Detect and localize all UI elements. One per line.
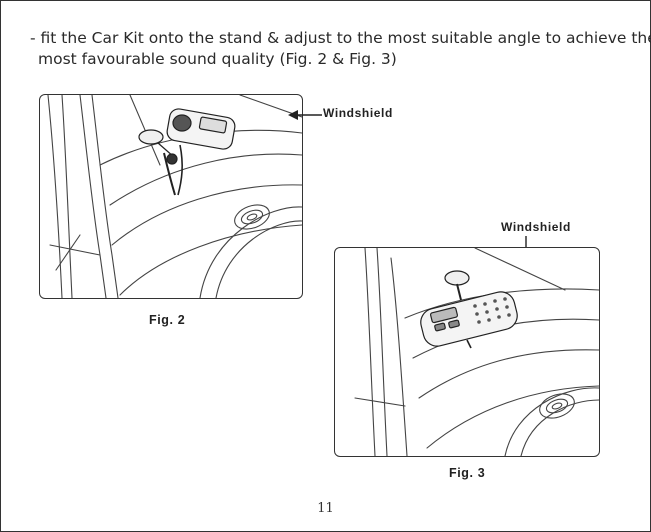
instruction-text: - fit the Car Kit onto the stand & adjus…	[30, 28, 651, 70]
figure-2-illustration	[39, 94, 303, 299]
figure-2-drawing	[47, 95, 302, 298]
instruction-line-1: - fit the Car Kit onto the stand & adjus…	[30, 29, 651, 47]
figure-2-caption: Fig. 2	[149, 313, 186, 327]
page-number: 11	[317, 501, 334, 516]
figure-3-caption: Fig. 3	[449, 466, 486, 480]
windshield-label-fig3: Windshield	[501, 220, 571, 234]
instruction-line-2: most favourable sound quality (Fig. 2 & …	[38, 50, 397, 68]
windshield-arrow-fig2	[288, 110, 322, 120]
windshield-label-fig2: Windshield	[323, 106, 393, 120]
figure-3-drawing	[354, 248, 599, 456]
figure-3-illustration	[334, 247, 600, 457]
